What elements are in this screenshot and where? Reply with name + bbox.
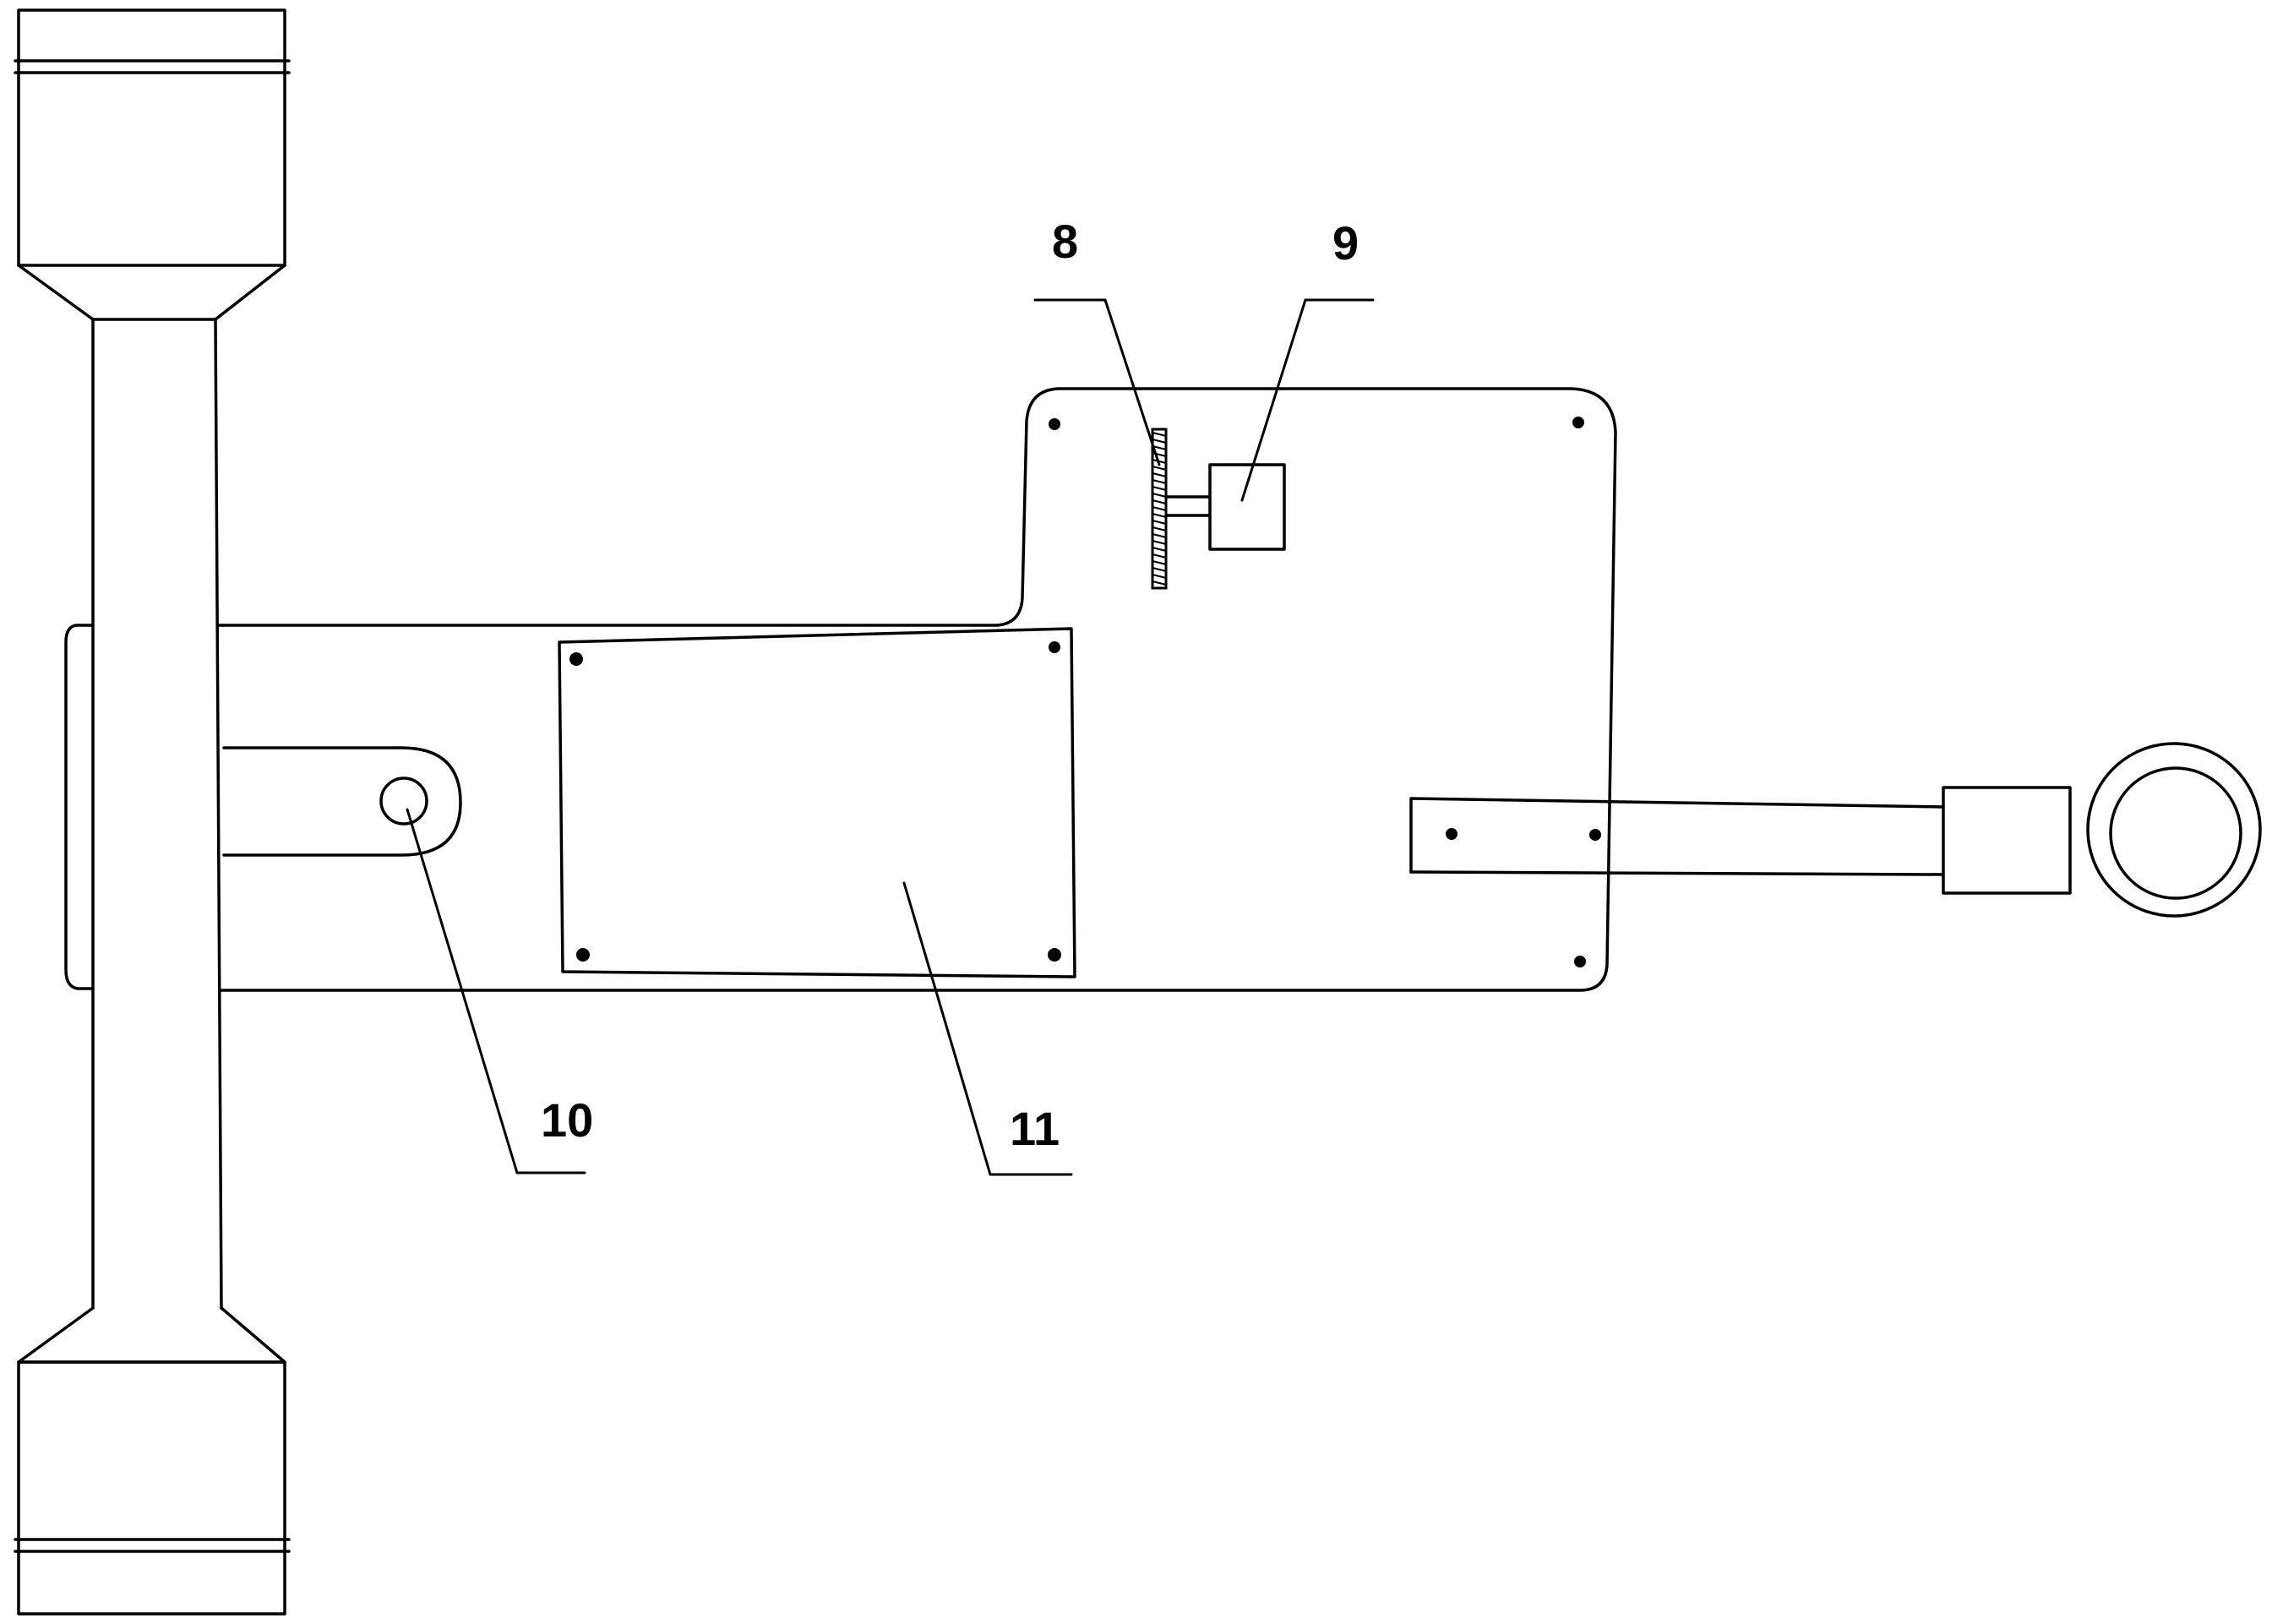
top-taper: [17, 264, 286, 321]
plate-bolt: [1049, 418, 1060, 430]
gear-tooth: [1152, 513, 1167, 518]
handle-ring-inner: [2109, 766, 2242, 900]
top-cylinder: [17, 8, 286, 267]
plate-bolt: [1572, 417, 1584, 428]
shaft-right-edge: [214, 318, 223, 1310]
gear-teeth: [1152, 432, 1167, 586]
gear-tooth: [1152, 439, 1167, 444]
handle-sleeve: [1942, 786, 2072, 895]
panel-bolt: [569, 652, 583, 666]
gear-tooth: [1152, 472, 1167, 477]
axle-assembly: [14, 8, 291, 1616]
gear-tooth: [1152, 580, 1167, 586]
gear-tooth: [1152, 533, 1167, 538]
gear-tooth: [1152, 553, 1167, 559]
gear-wheel: [1151, 428, 1168, 590]
handle-bar: [1409, 870, 1945, 876]
gear-tooth: [1152, 540, 1167, 545]
gear-tooth: [1152, 486, 1167, 491]
handle-bolt: [1446, 828, 1457, 840]
pivot-arm: [222, 746, 462, 857]
gear-tooth: [1152, 574, 1167, 579]
motor-block: [1208, 463, 1286, 551]
leader-10: [406, 808, 519, 1174]
gear-tooth: [1152, 526, 1167, 531]
gear-tooth: [1152, 567, 1167, 572]
panel-bolt: [1048, 948, 1061, 962]
leader-lines: [406, 298, 1375, 1176]
side-bracket: [64, 624, 95, 990]
gear-tooth: [1152, 499, 1167, 504]
handle-bar: [1409, 797, 1945, 874]
gear-tooth: [1152, 506, 1167, 511]
panel-bolt: [1049, 641, 1060, 653]
gear-tooth: [1152, 445, 1167, 450]
panel-bolt: [576, 948, 590, 962]
plate-bolt: [1574, 956, 1586, 967]
label-11: 11: [1010, 1102, 1060, 1155]
handle-arm: [1409, 742, 2262, 918]
gear-tooth: [1152, 432, 1167, 437]
leader-9: [1240, 298, 1307, 502]
handle-bolt: [1589, 829, 1601, 841]
gear-tooth: [1152, 493, 1167, 498]
gear-motor-unit: [1151, 428, 1286, 590]
pivot-pin: [379, 777, 428, 826]
label-9: 9: [1332, 216, 1359, 270]
gear-tooth: [1152, 520, 1167, 525]
leader-11: [902, 881, 992, 1176]
gear-tooth: [1152, 560, 1167, 565]
gear-tooth: [1152, 479, 1167, 484]
inner-panel: [558, 627, 1076, 978]
base-plate: [216, 387, 1617, 992]
gear-tooth: [1152, 466, 1167, 471]
label-8: 8: [1052, 215, 1078, 268]
label-10: 10: [541, 1093, 593, 1147]
bottom-taper: [17, 1306, 286, 1364]
gear-tooth: [1152, 547, 1167, 552]
handle-ring-outer: [2086, 742, 2262, 918]
leader-8: [1103, 298, 1161, 466]
bottom-cylinder: [17, 1360, 286, 1616]
